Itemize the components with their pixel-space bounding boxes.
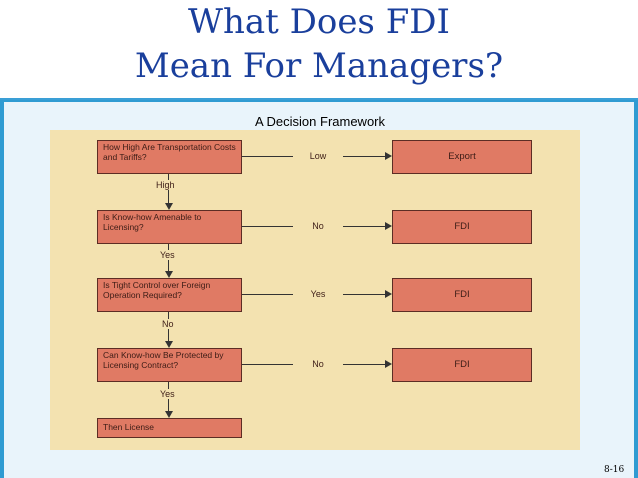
connector-line [343, 294, 385, 295]
question-box-tight-control: Is Tight Control over Foreign Operation … [97, 278, 242, 312]
question-box-know-how-licensing: Is Know-how Amenable to Licensing? [97, 210, 242, 244]
arrow-down-icon [165, 411, 173, 418]
connector-line [343, 156, 385, 157]
connector-line [242, 294, 293, 295]
final-box-then-license: Then License [97, 418, 242, 438]
arrow-down-icon [165, 203, 173, 210]
slide-title: What Does FDI Mean For Managers? [0, 0, 638, 100]
title-band [0, 0, 638, 100]
question-box-licensing-contract: Can Know-how Be Protected by Licensing C… [97, 348, 242, 382]
title-line-1: What Does FDI [188, 2, 450, 42]
down-label-yes: Yes [158, 389, 177, 399]
down-label-high: High [154, 180, 177, 190]
connector-line [242, 364, 293, 365]
branch-label-no: No [293, 221, 343, 231]
diagram-caption: A Decision Framework [254, 114, 386, 129]
arrow-right-icon [385, 360, 392, 368]
outcome-box-fdi: FDI [392, 210, 532, 244]
branch-label-yes: Yes [293, 289, 343, 299]
page-number: 8-16 [604, 465, 625, 475]
arrow-right-icon [385, 290, 392, 298]
arrow-down-icon [165, 341, 173, 348]
connector-line [242, 156, 293, 157]
down-label-yes: Yes [158, 250, 177, 260]
connector-line [343, 226, 385, 227]
down-label-no: No [160, 319, 176, 329]
title-line-2: Mean For Managers? [134, 46, 504, 86]
outcome-box-export: Export [392, 140, 532, 174]
connector-line [343, 364, 385, 365]
arrow-right-icon [385, 152, 392, 160]
question-box-transport-costs: How High Are Transportation Costs and Ta… [97, 140, 242, 174]
outcome-box-fdi: FDI [392, 348, 532, 382]
branch-label-no: No [293, 359, 343, 369]
connector-line [242, 226, 293, 227]
decision-framework-diagram: How High Are Transportation Costs and Ta… [50, 130, 580, 450]
content-area: A Decision Framework How High Are Transp… [4, 102, 634, 478]
arrow-down-icon [165, 271, 173, 278]
branch-label-low: Low [293, 151, 343, 161]
outcome-box-fdi: FDI [392, 278, 532, 312]
arrow-right-icon [385, 222, 392, 230]
